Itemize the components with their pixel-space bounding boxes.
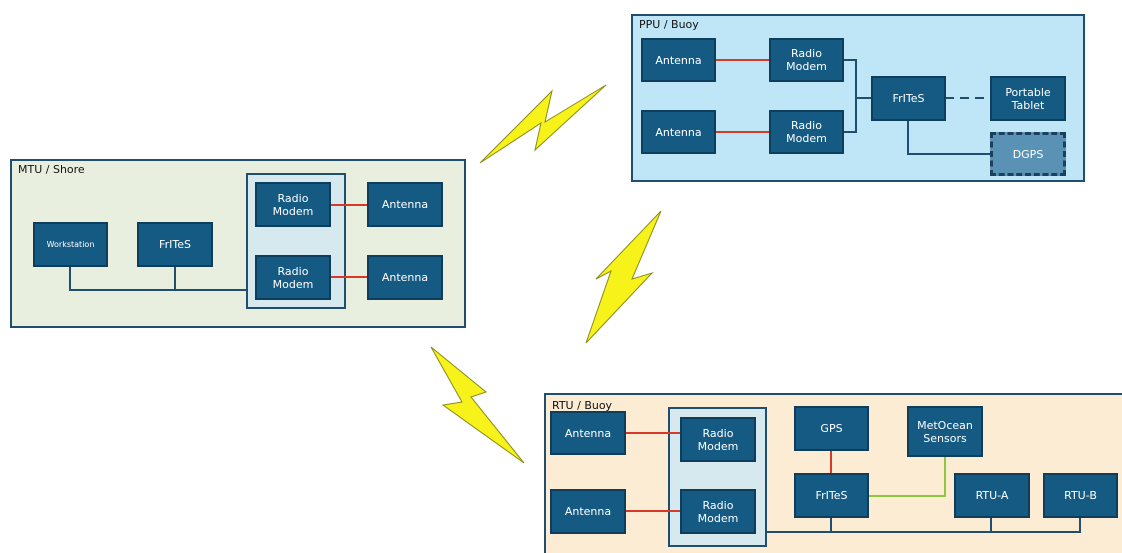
mtu-link-workstation-bus [69, 266, 246, 291]
mtu-frites[interactable]: FrITeS [137, 222, 213, 267]
rtu-radio-modem-1[interactable]: Radio Modem [680, 417, 756, 462]
rtu-link-bus [767, 517, 1081, 533]
rtu-antenna-1[interactable]: Antenna [550, 411, 626, 455]
rtu-radio-modem-2[interactable]: Radio Modem [680, 489, 756, 534]
rtu-panel-title: RTU / Buoy [552, 399, 613, 412]
rtu-frites[interactable]: FrITeS [794, 473, 869, 518]
mtu-workstation[interactable]: Workstation [33, 222, 108, 267]
ppu-portable-tablet[interactable]: Portable Tablet [990, 76, 1066, 121]
rtu-rtu-a[interactable]: RTU-A [954, 473, 1030, 518]
ppu-radio-modem-2[interactable]: Radio Modem [769, 110, 844, 154]
rtu-antenna-2[interactable]: Antenna [550, 489, 626, 534]
lightning-bolt-icon [479, 84, 607, 164]
ppu-dgps[interactable]: DGPS [990, 132, 1066, 176]
rtu-metocean-sensors[interactable]: MetOcean Sensors [907, 406, 983, 457]
mtu-antenna-2[interactable]: Antenna [367, 255, 443, 300]
lightning-bolt-icon [585, 210, 662, 344]
ppu-panel-title: PPU / Buoy [639, 18, 699, 31]
ppu-link-modems-frites [843, 59, 857, 133]
rtu-gps[interactable]: GPS [794, 406, 869, 451]
mtu-panel-title: MTU / Shore [18, 163, 85, 176]
ppu-antenna-2[interactable]: Antenna [641, 110, 716, 154]
rtu-rtu-b[interactable]: RTU-B [1043, 473, 1118, 518]
rtu-link-frites-metocean [868, 456, 946, 497]
ppu-antenna-1[interactable]: Antenna [641, 38, 716, 82]
ppu-link-frites-dgps [907, 120, 991, 155]
mtu-antenna-1[interactable]: Antenna [367, 182, 443, 227]
mtu-radio-modem-1[interactable]: Radio Modem [255, 182, 331, 227]
ppu-radio-modem-1[interactable]: Radio Modem [769, 38, 844, 82]
mtu-radio-modem-2[interactable]: Radio Modem [255, 255, 331, 300]
ppu-frites[interactable]: FrITeS [871, 76, 946, 121]
lightning-bolt-icon [430, 346, 525, 464]
